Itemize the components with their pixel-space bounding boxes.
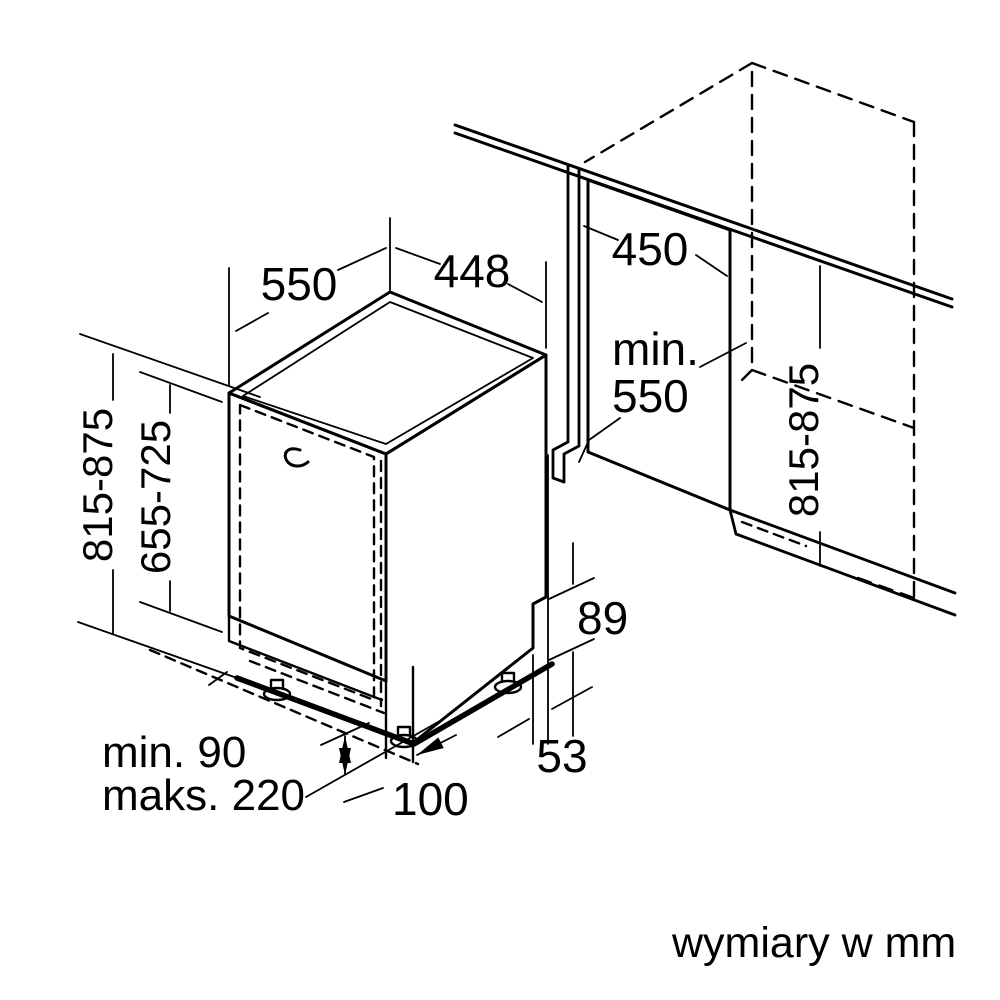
dim-height-left-label: 815-875 xyxy=(74,408,121,562)
dimension-labels: 550 448 815-875 655-725 450 min. 550 815… xyxy=(74,223,956,967)
floor-line-bold xyxy=(234,661,555,747)
dishwasher-drawing xyxy=(77,290,555,766)
niche-space-dashed-box xyxy=(583,61,916,600)
adjustable-foot-side xyxy=(493,671,523,695)
panel-bottom-dashed xyxy=(148,648,420,766)
countertop xyxy=(453,123,954,309)
dim-depth-label: 550 xyxy=(261,258,338,310)
dimension-arrow-lines xyxy=(112,225,821,803)
side-face xyxy=(384,353,548,744)
dim-niche-width-label: 450 xyxy=(612,223,689,275)
dim-niche-depth-value: 550 xyxy=(612,370,689,422)
top-face xyxy=(227,290,548,456)
dim-width-label: 448 xyxy=(434,245,511,297)
extension-tick-lines xyxy=(79,217,595,798)
dim-plinth-min-label: min. 90 xyxy=(102,728,246,777)
cabinet-plinth-dashed xyxy=(740,520,808,548)
foot-base xyxy=(262,686,292,702)
plinth-recess-dashed xyxy=(248,659,386,715)
door-handle xyxy=(283,447,310,468)
furniture-panel-dashed xyxy=(238,403,383,708)
adjustable-foot-left xyxy=(262,678,292,702)
dim-front-panel-label: 655-725 xyxy=(132,420,179,574)
dimension-annotations xyxy=(79,217,821,803)
dim-side-clearance-label: 53 xyxy=(536,730,587,782)
niche-drawing xyxy=(453,61,957,617)
foot-base xyxy=(493,679,523,695)
dim-plinth-max-label: maks. 220 xyxy=(102,771,305,820)
floor-line-left xyxy=(77,621,238,679)
dim-niche-height-label: 815-875 xyxy=(780,363,827,517)
units-note: wymiary w mm xyxy=(671,919,956,967)
dim-niche-depth-word: min. xyxy=(612,323,699,375)
top-face-inset xyxy=(242,301,534,445)
dim-corner-clearance-label: 100 xyxy=(392,773,469,825)
dim-rear-clearance-label: 89 xyxy=(577,592,628,644)
niche-side-wall xyxy=(551,163,581,484)
cabinet-plinth xyxy=(728,508,957,617)
